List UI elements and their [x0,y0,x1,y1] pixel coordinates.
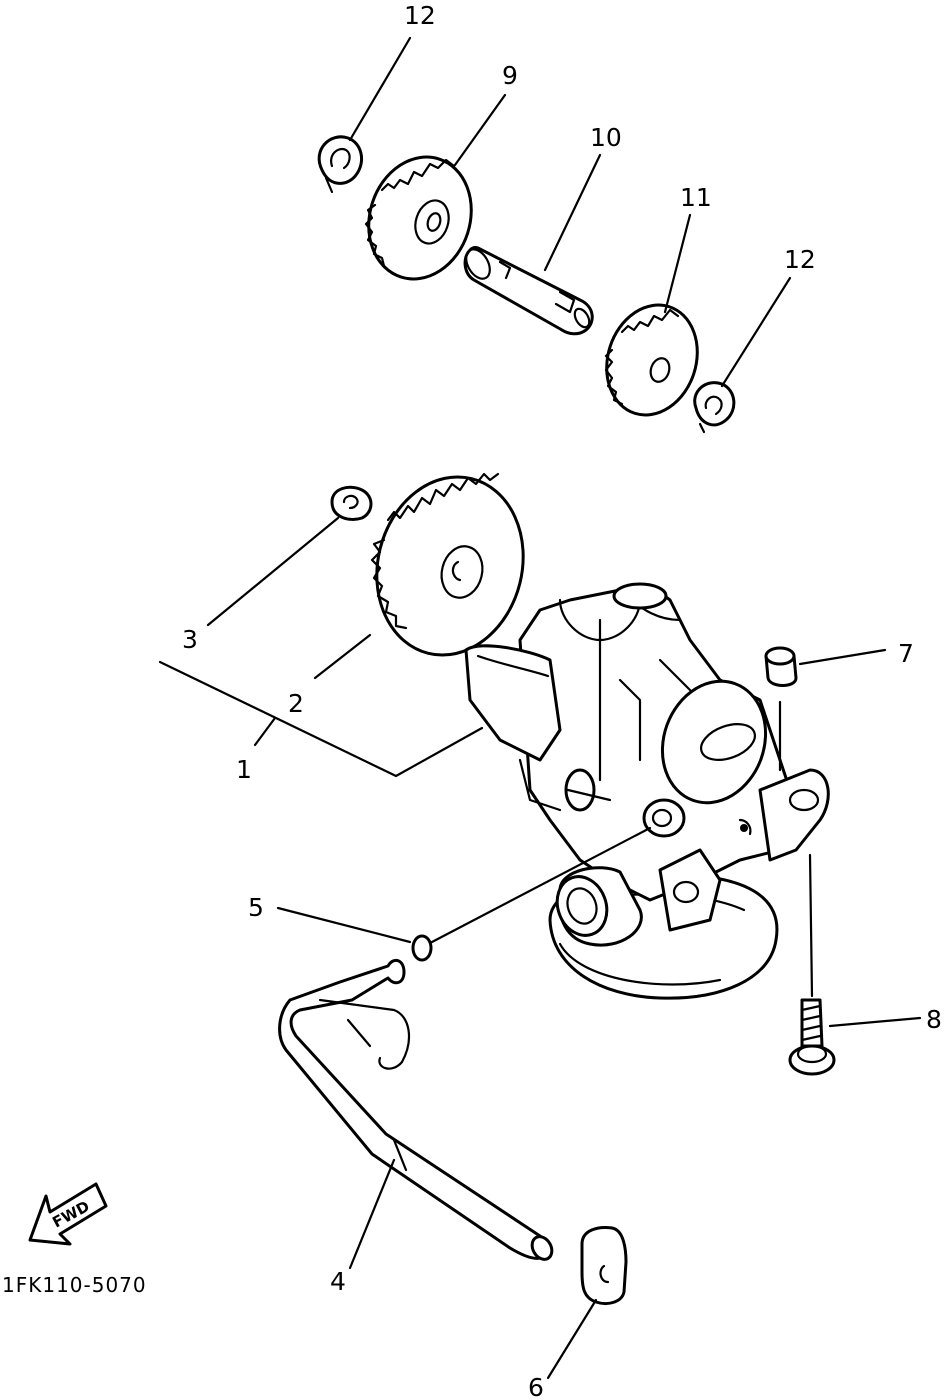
circlip-top [317,135,364,194]
gasket-plate [580,1226,628,1306]
drawing-code: 1FK110-5070 [2,1273,147,1297]
circlip-right [693,381,736,434]
oil-pump-body [464,582,830,1000]
gear-upper-left [364,155,473,281]
forward-direction-arrow: FWD [28,1182,108,1246]
o-ring [411,934,433,962]
callout-8: 8 [926,1005,942,1034]
callout-4: 4 [330,1267,346,1296]
callout-1: 1 [236,755,252,784]
callout-9: 9 [502,61,518,90]
callout-3: 3 [182,625,198,654]
leader-lines [158,36,922,1380]
circlip-3 [330,485,373,521]
callout-10: 10 [590,123,622,152]
dowel-pin [764,646,798,687]
large-driven-gear [370,472,525,657]
gear-small-right [604,303,699,417]
callout-5: 5 [248,893,264,922]
callout-2: 2 [288,689,304,718]
callout-7: 7 [898,639,914,668]
pump-shaft [463,246,594,336]
callouts: 12 9 10 11 12 3 2 1 7 5 8 4 6 [182,1,942,1400]
callout-11: 11 [680,183,712,212]
callout-12-right: 12 [784,245,816,274]
callout-12-top: 12 [404,1,436,30]
flange-bolt [788,998,836,1076]
callout-6: 6 [528,1373,544,1400]
oil-delivery-pipe [278,958,554,1261]
